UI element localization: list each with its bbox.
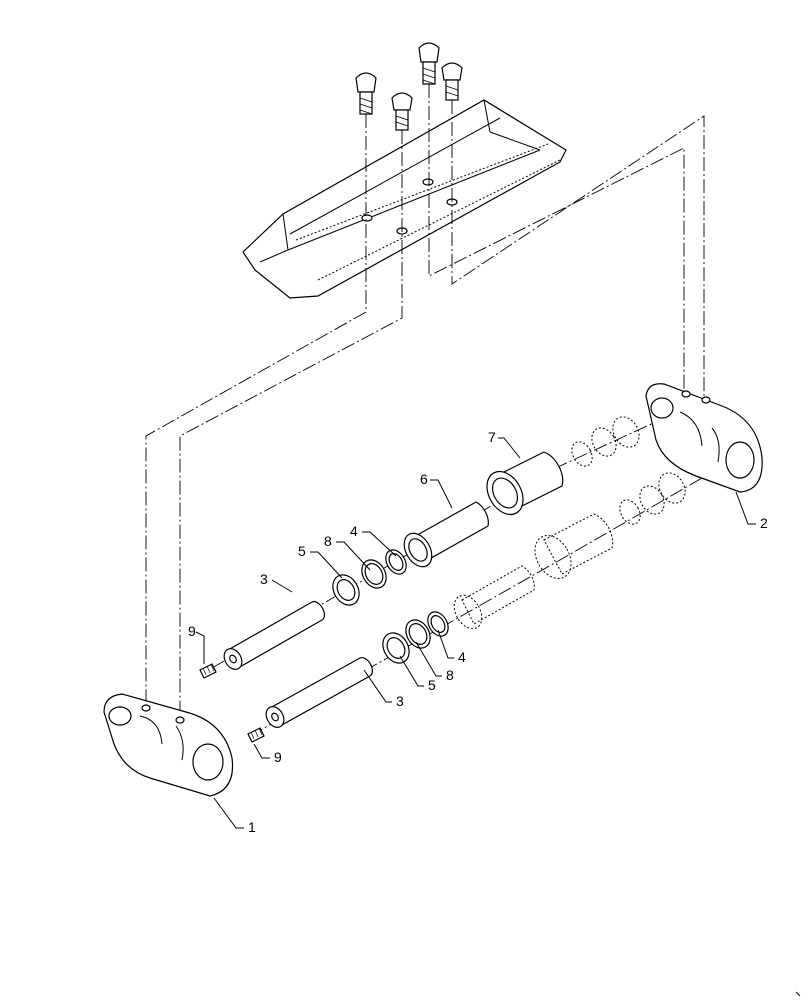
shoe-bolt xyxy=(418,42,440,85)
callout-5-upper: 5 xyxy=(298,543,306,559)
leader-lines xyxy=(195,437,756,829)
hidden-rings-lower xyxy=(619,472,686,525)
seal-5-lower xyxy=(382,632,410,664)
callout-8-upper: 8 xyxy=(324,533,332,549)
callout-1: 1 xyxy=(248,819,256,835)
set-screw-lower xyxy=(247,727,265,743)
callout-4-upper: 4 xyxy=(350,523,358,539)
track-pin-upper xyxy=(223,600,325,670)
callout-7: 7 xyxy=(488,429,496,445)
ring-8-lower xyxy=(405,619,431,649)
callout-9-upper: 9 xyxy=(188,623,196,639)
shoe-bolt xyxy=(355,72,377,115)
callout-6: 6 xyxy=(420,471,428,487)
track-shoe xyxy=(242,99,567,299)
hidden-sleeve-lower xyxy=(534,513,614,579)
sleeve-7 xyxy=(486,451,564,516)
callout-5-lower: 5 xyxy=(428,677,436,693)
ring-4-lower xyxy=(427,611,449,637)
hidden-bushing-lower xyxy=(453,565,535,630)
callout-2: 2 xyxy=(760,515,768,531)
set-screw-upper xyxy=(199,663,217,679)
shoe-bolt xyxy=(441,62,463,101)
shoe-bolt xyxy=(391,92,413,131)
callout-3-lower: 3 xyxy=(396,693,404,709)
assembly-center-lines xyxy=(211,419,717,737)
corner-mark xyxy=(795,991,801,997)
callout-3-upper: 3 xyxy=(260,571,268,587)
callout-8-lower: 8 xyxy=(446,667,454,683)
callout-4-lower: 4 xyxy=(458,649,466,665)
callout-9-lower: 9 xyxy=(274,749,282,765)
track-link-2 xyxy=(645,383,763,493)
track-link-1 xyxy=(103,693,234,797)
seal-5-upper xyxy=(332,574,360,606)
ring-4-upper xyxy=(385,549,407,575)
bushing-6 xyxy=(403,501,489,568)
hidden-rings-upper xyxy=(571,416,640,467)
bolt-center-lines xyxy=(145,84,705,724)
track-pin-lower xyxy=(265,656,373,728)
